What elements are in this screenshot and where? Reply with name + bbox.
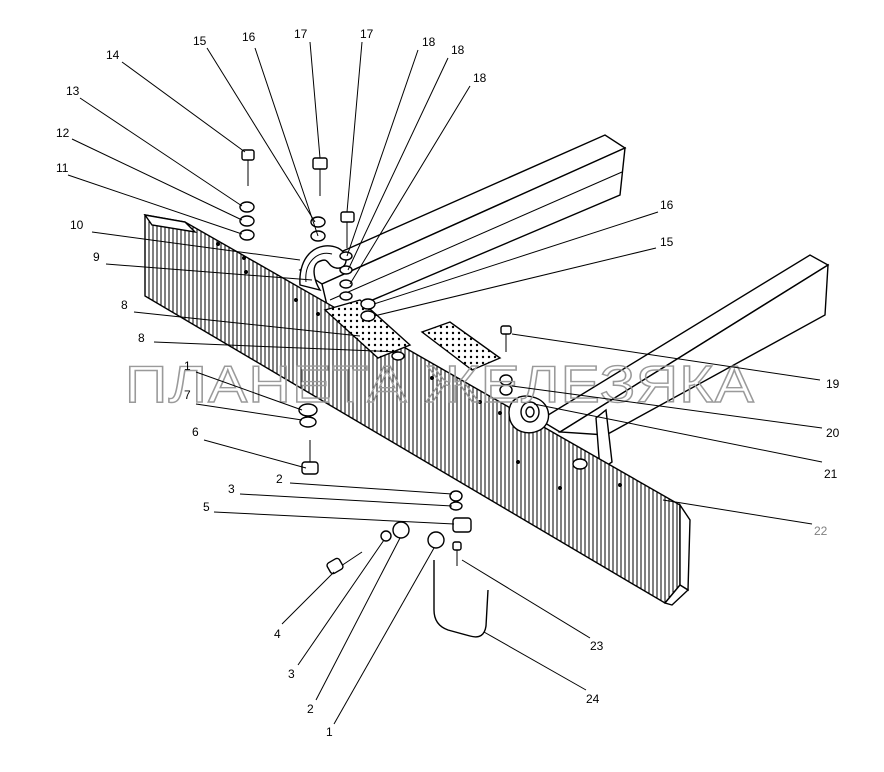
callout-19: 19 — [826, 377, 840, 391]
callout-11: 11 — [56, 161, 69, 175]
bolt-14 — [241, 149, 255, 186]
callout-13: 13 — [66, 84, 80, 98]
callout-9: 9 — [93, 250, 100, 264]
washer-stack-left — [239, 201, 376, 322]
callout-3-bottom: 3 — [288, 667, 295, 681]
callout-7: 7 — [184, 388, 191, 402]
lower-fasteners — [298, 403, 472, 575]
frame-rail-lower — [538, 254, 830, 472]
callout-5: 5 — [203, 500, 210, 514]
callout-3-top: 3 — [228, 482, 235, 496]
callout-20: 20 — [826, 426, 840, 440]
frame-rail-upper — [298, 134, 627, 319]
callout-6: 6 — [192, 425, 199, 439]
bolt-17 — [312, 157, 328, 196]
callout-12: 12 — [56, 126, 70, 140]
callout-10: 10 — [70, 218, 84, 232]
callout-labels: 14 15 16 17 17 18 18 18 13 12 11 10 9 16… — [56, 27, 840, 739]
bumper-beam — [143, 214, 691, 606]
callout-2-top: 2 — [276, 472, 283, 486]
callout-21: 21 — [824, 467, 838, 481]
callout-8-b: 8 — [138, 331, 145, 345]
callout-14: 14 — [106, 48, 120, 62]
callout-18-b: 18 — [451, 43, 465, 57]
callout-17-b: 17 — [360, 27, 374, 41]
tow-hook-left — [299, 245, 347, 292]
callout-4: 4 — [274, 627, 281, 641]
callout-24: 24 — [586, 692, 600, 706]
mounting-plate-right — [420, 321, 502, 371]
callout-16-right: 16 — [660, 198, 674, 212]
callout-1-top: 1 — [184, 359, 191, 373]
callout-23: 23 — [590, 639, 604, 653]
bolt-19 — [500, 325, 512, 352]
callout-22: 22 — [814, 524, 828, 538]
callout-2-bottom: 2 — [307, 702, 314, 716]
callout-18-c: 18 — [473, 71, 487, 85]
callout-18-a: 18 — [422, 35, 436, 49]
callout-8-a: 8 — [121, 298, 128, 312]
leader-lines — [67, 41, 823, 725]
u-bolt-24 — [433, 560, 489, 638]
callout-17-a: 17 — [294, 27, 308, 41]
watermark-text: ПЛАНЕТА ЖЕЛЕЗЯКА — [125, 356, 755, 414]
callout-1-bottom: 1 — [326, 725, 333, 739]
callout-15-top: 15 — [193, 34, 207, 48]
nut-20 — [499, 374, 513, 396]
callout-16-top: 16 — [242, 30, 256, 44]
callout-15-right: 15 — [660, 235, 674, 249]
mounting-plate-left — [323, 299, 412, 359]
